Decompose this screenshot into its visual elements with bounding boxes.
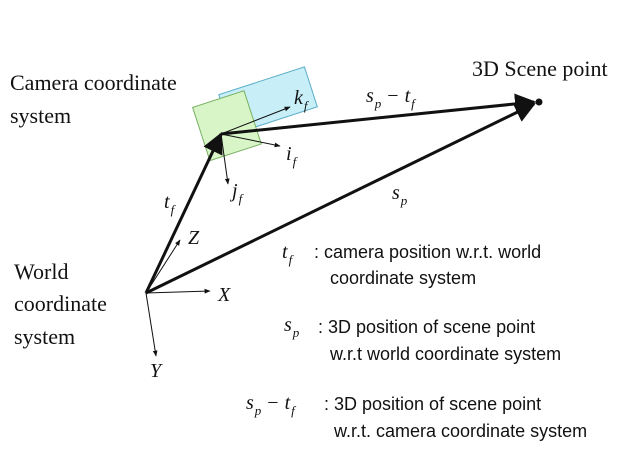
camera-system-label-line2: system bbox=[10, 103, 71, 128]
scene-point-label: 3D Scene point bbox=[472, 56, 608, 81]
vector-tf bbox=[144, 132, 223, 294]
world-axis-y bbox=[145, 292, 158, 357]
label-world-x: X bbox=[217, 284, 231, 306]
scene-point-dot bbox=[535, 98, 543, 106]
vector-sp bbox=[145, 102, 536, 295]
label-world-y: Y bbox=[150, 360, 163, 382]
camera-axis-j bbox=[220, 133, 230, 185]
legend-sp-minus-tf-symbol: sp−tf bbox=[246, 392, 297, 418]
world-system-label-line1: World bbox=[14, 259, 68, 284]
camera-axis-k bbox=[220, 106, 291, 135]
label-world-z: Z bbox=[188, 227, 200, 249]
legend-sp-symbol: sp bbox=[284, 314, 300, 340]
world-system-label-line2: coordinate bbox=[14, 291, 107, 316]
legend-sp-minus-tf-line2: w.r.t. camera coordinate system bbox=[333, 421, 587, 441]
vector-sp-minus-tf bbox=[220, 93, 537, 136]
legend-sp-line2: w.r.t world coordinate system bbox=[329, 344, 561, 364]
label-cam-k: kf bbox=[294, 87, 310, 113]
legend-sp-minus-tf-line1: : 3D position of scene point bbox=[324, 394, 541, 414]
label-sp: sp bbox=[392, 182, 408, 208]
label-tf: tf bbox=[164, 191, 177, 217]
legend-tf-symbol: tf bbox=[282, 241, 295, 267]
legend-tf-line2: coordinate system bbox=[330, 268, 476, 288]
label-cam-i: if bbox=[286, 143, 299, 169]
label-sp-minus-tf: sp−tf bbox=[366, 85, 417, 111]
world-system-label-line3: system bbox=[14, 324, 75, 349]
world-axis-x bbox=[145, 288, 211, 294]
legend-tf-line1: : camera position w.r.t. world bbox=[314, 242, 541, 262]
camera-axis-i bbox=[220, 133, 281, 148]
camera-system-label-line1: Camera coordinate bbox=[10, 70, 177, 95]
legend-sp-line1: : 3D position of scene point bbox=[318, 317, 535, 337]
label-cam-j: jf bbox=[229, 180, 245, 206]
world-axis-z bbox=[145, 239, 181, 294]
